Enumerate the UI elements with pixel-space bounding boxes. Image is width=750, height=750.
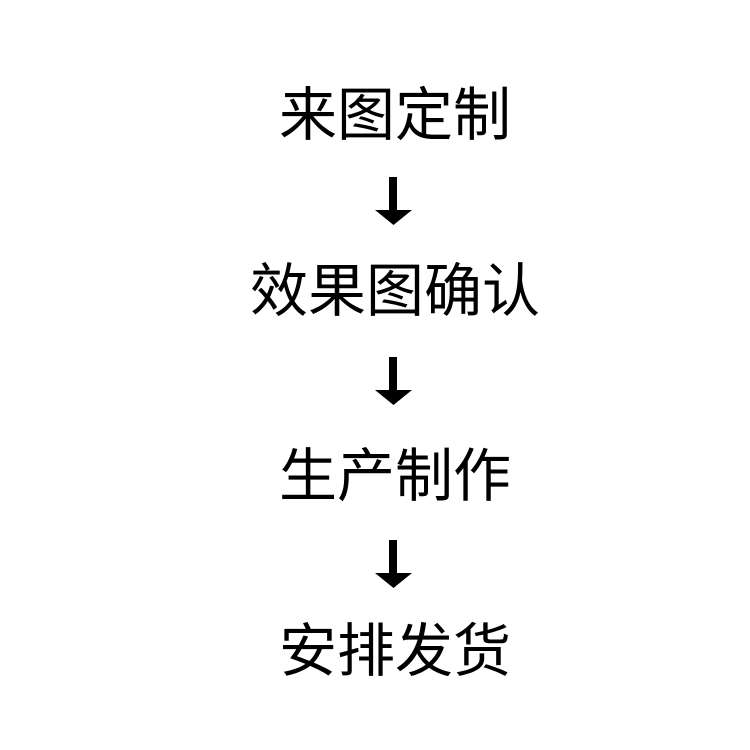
down-arrow-icon [375, 177, 412, 225]
step-custom-design: 来图定制 [278, 81, 511, 149]
step-effect-confirm: 效果图确认 [249, 257, 540, 325]
step-shipping: 安排发货 [278, 617, 511, 685]
step-production: 生产制作 [278, 442, 511, 510]
down-arrow-icon [375, 357, 412, 405]
down-arrow-icon [375, 540, 412, 588]
